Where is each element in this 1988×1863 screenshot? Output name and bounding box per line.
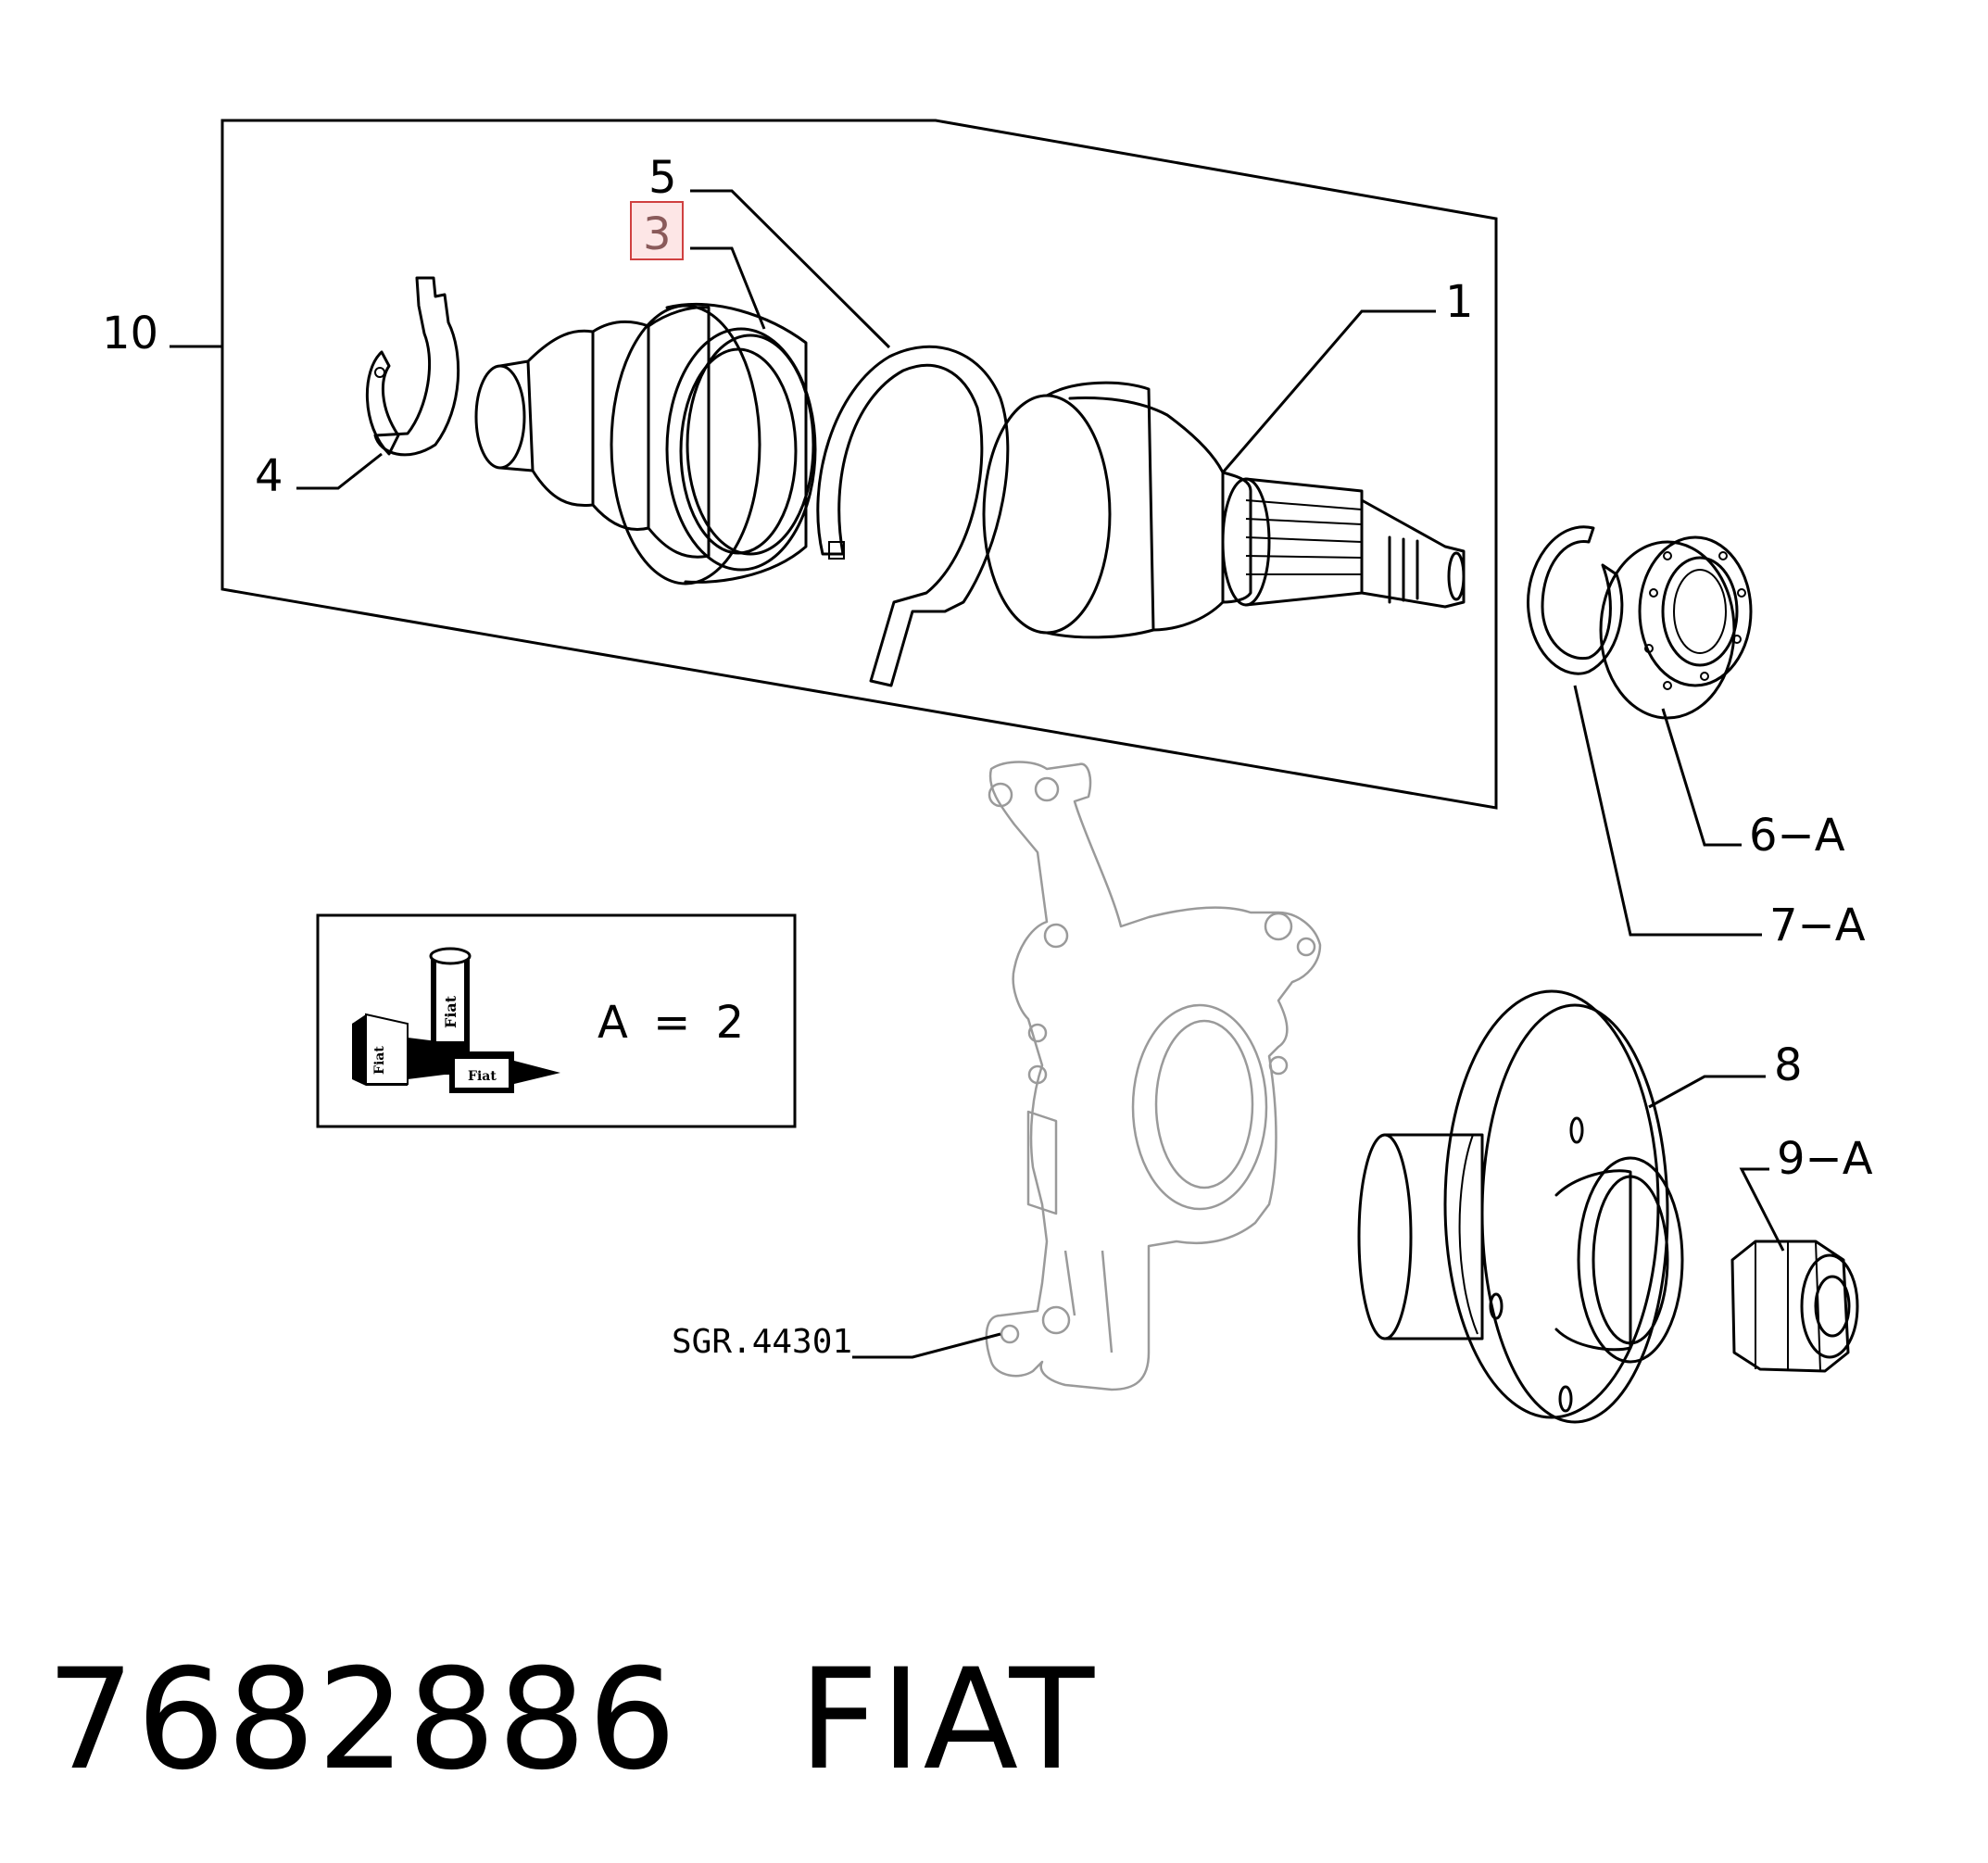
- part-6a-bearing: [1599, 535, 1753, 720]
- legend-formula: A = 2: [598, 997, 749, 1049]
- part-1-cv-joint: [982, 381, 1466, 639]
- callout-4: 4: [255, 450, 283, 502]
- grease-pack-icon: [352, 947, 560, 1093]
- steering-knuckle-ghost: [985, 761, 1322, 1391]
- callout-3[interactable]: 3: [643, 208, 672, 260]
- part-4-small-clamp: [366, 276, 460, 457]
- box1-label: Fiat: [372, 1046, 387, 1075]
- callout-6a: 6−A: [1749, 810, 1845, 862]
- part-3-boot-ring: [665, 327, 817, 572]
- leader-lines: [170, 189, 1785, 1359]
- callout-5: 5: [648, 152, 677, 204]
- brand-name: FIAT: [799, 1640, 1097, 1801]
- part-inner-boot: [474, 303, 808, 585]
- callout-9a: 9−A: [1777, 1133, 1873, 1185]
- tube-label: Fiat: [442, 995, 459, 1028]
- part-7a-snap-ring: [1527, 525, 1624, 675]
- callout-10: 10: [102, 308, 158, 359]
- part-caption: 7682886 FIAT: [46, 1640, 1096, 1801]
- part-5-clamp-band: [816, 345, 1010, 687]
- part-9a-hub-nut: [1730, 1240, 1859, 1373]
- callout-8: 8: [1774, 1039, 1803, 1091]
- kit-frame-10: [220, 119, 1498, 810]
- legend-box: Fiat Fiat Fiat A = 2: [316, 913, 797, 1128]
- part-number: 7682886: [46, 1640, 679, 1801]
- callout-3-highlight: [630, 201, 684, 260]
- callout-7a: 7−A: [1769, 900, 1866, 951]
- part-8-wheel-hub: [1357, 989, 1684, 1424]
- reference-code: SGR.44301: [672, 1323, 852, 1361]
- callout-1: 1: [1445, 276, 1474, 328]
- box2-label: Fiat: [468, 1069, 497, 1084]
